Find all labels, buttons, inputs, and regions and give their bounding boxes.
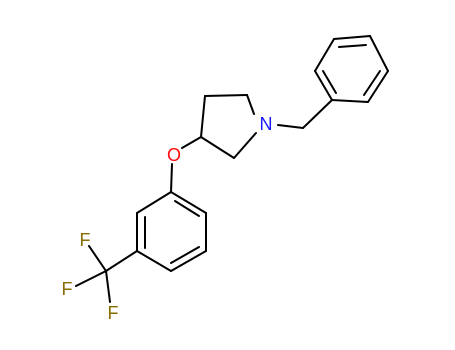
fluorine-atom-label: F [108, 303, 119, 323]
aromatic-double-bond [170, 246, 200, 264]
bond [204, 94, 248, 97]
bond [314, 38, 335, 72]
bond [333, 35, 371, 40]
nitrogen-atom-label: N [260, 114, 273, 134]
bond [200, 95, 206, 138]
c-f-bond [105, 270, 111, 303]
oxygen-atom-label: O [167, 145, 181, 165]
aromatic-double-bond [338, 44, 367, 48]
trifluoromethylphenyl-ring [136, 191, 207, 272]
aromatic-double-bond [322, 70, 337, 94]
oxygen-aryl-bond [170, 163, 173, 193]
bond [314, 70, 333, 101]
bond [246, 94, 255, 115]
c-f-bond [88, 245, 107, 272]
aromatic-double-bond [174, 200, 200, 217]
fluorine-atom-label: F [80, 230, 91, 250]
c-f-bond [75, 270, 107, 287]
bond [136, 250, 172, 272]
bond [233, 132, 257, 159]
bond [331, 99, 369, 103]
aryl-cf3-bond [105, 250, 138, 272]
ring-oxygen-bond [181, 136, 202, 149]
benzyl-ch2-bond [302, 99, 333, 129]
aromatic-double-bond [363, 70, 381, 96]
ch2-nitrogen-bond [277, 124, 304, 129]
fluorine-atom-label: F [62, 279, 73, 299]
bond [369, 35, 389, 72]
bond [367, 70, 389, 103]
bond [200, 136, 235, 159]
pyrrolidine-ring [200, 94, 257, 159]
benzyl-phenyl-ring [314, 35, 389, 103]
bond [170, 250, 207, 272]
bond [136, 191, 172, 214]
bond [170, 191, 207, 214]
